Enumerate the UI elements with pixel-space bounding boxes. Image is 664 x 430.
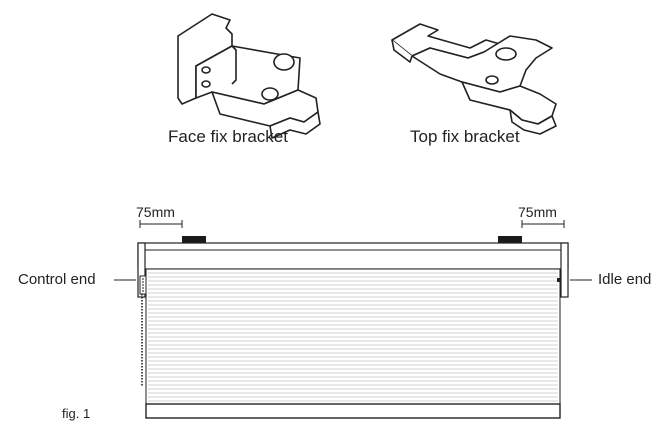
dimension-right <box>521 220 565 228</box>
face-fix-bracket-label: Face fix bracket <box>168 127 288 146</box>
left-fixing-bracket <box>182 236 206 244</box>
left-offset-label: 75mm <box>136 204 175 220</box>
face-fix-bracket-illustration <box>177 13 321 139</box>
control-chain <box>139 275 147 386</box>
dimension-left <box>139 220 183 228</box>
figure-label: fig. 1 <box>62 406 91 421</box>
idle-end-label: Idle end <box>598 271 652 288</box>
right-fixing-bracket <box>498 236 522 244</box>
blind-fabric <box>145 268 561 408</box>
bottom-bar <box>145 403 561 419</box>
idle-end-pin <box>557 278 560 282</box>
top-fix-bracket-label: Top fix bracket <box>410 127 520 146</box>
top-fix-bracket-illustration <box>391 23 557 135</box>
control-end-label: Control end <box>18 271 96 288</box>
idle-end-cap <box>560 242 569 298</box>
right-offset-label: 75mm <box>518 204 557 220</box>
headrail <box>137 242 569 270</box>
